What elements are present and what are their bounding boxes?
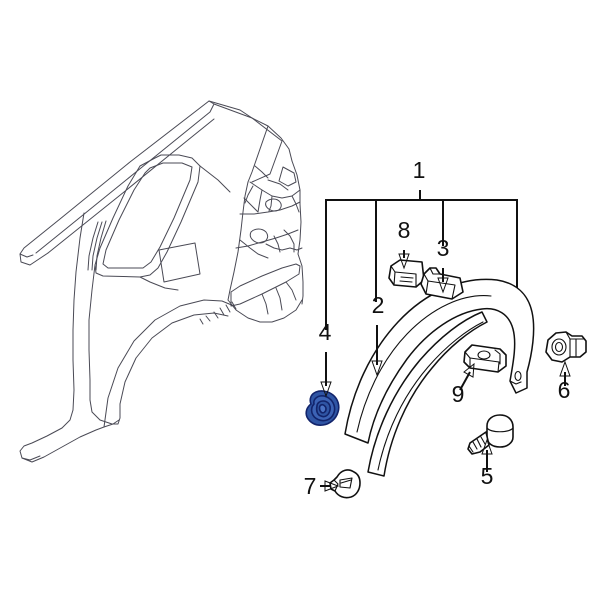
part-5-mounting-screw: [467, 414, 514, 455]
callout-label-1[interactable]: 1: [413, 157, 426, 183]
wheel-opening-molding-arc: [344, 278, 535, 477]
part-6-push-nut: [545, 331, 587, 363]
part-7-push-pin-retainer: [329, 469, 361, 499]
part-4-molding-grommet-highlighted: [305, 390, 340, 426]
part-8-molding-pad: [388, 259, 425, 288]
assembly-bracket-1: [325, 190, 523, 330]
callout-label-7[interactable]: 7: [304, 473, 317, 499]
callout-label-3[interactable]: 3: [437, 235, 450, 261]
callout-label-8[interactable]: 8: [398, 217, 411, 243]
callout-label-5[interactable]: 5: [481, 463, 494, 489]
rear-quarter-panel-illustration: [19, 100, 304, 463]
callout-label-2[interactable]: 2: [372, 292, 385, 318]
callout-label-9[interactable]: 9: [452, 381, 465, 407]
part-9-molding-clip: [463, 344, 507, 373]
callout-label-4[interactable]: 4: [319, 319, 332, 345]
leader-lines: [320, 250, 571, 492]
callout-labels: 1 2 3 4 5 6 7 8 9: [304, 157, 571, 499]
callout-label-6[interactable]: 6: [558, 377, 571, 403]
part-3-molding-end-cap: [420, 267, 464, 300]
